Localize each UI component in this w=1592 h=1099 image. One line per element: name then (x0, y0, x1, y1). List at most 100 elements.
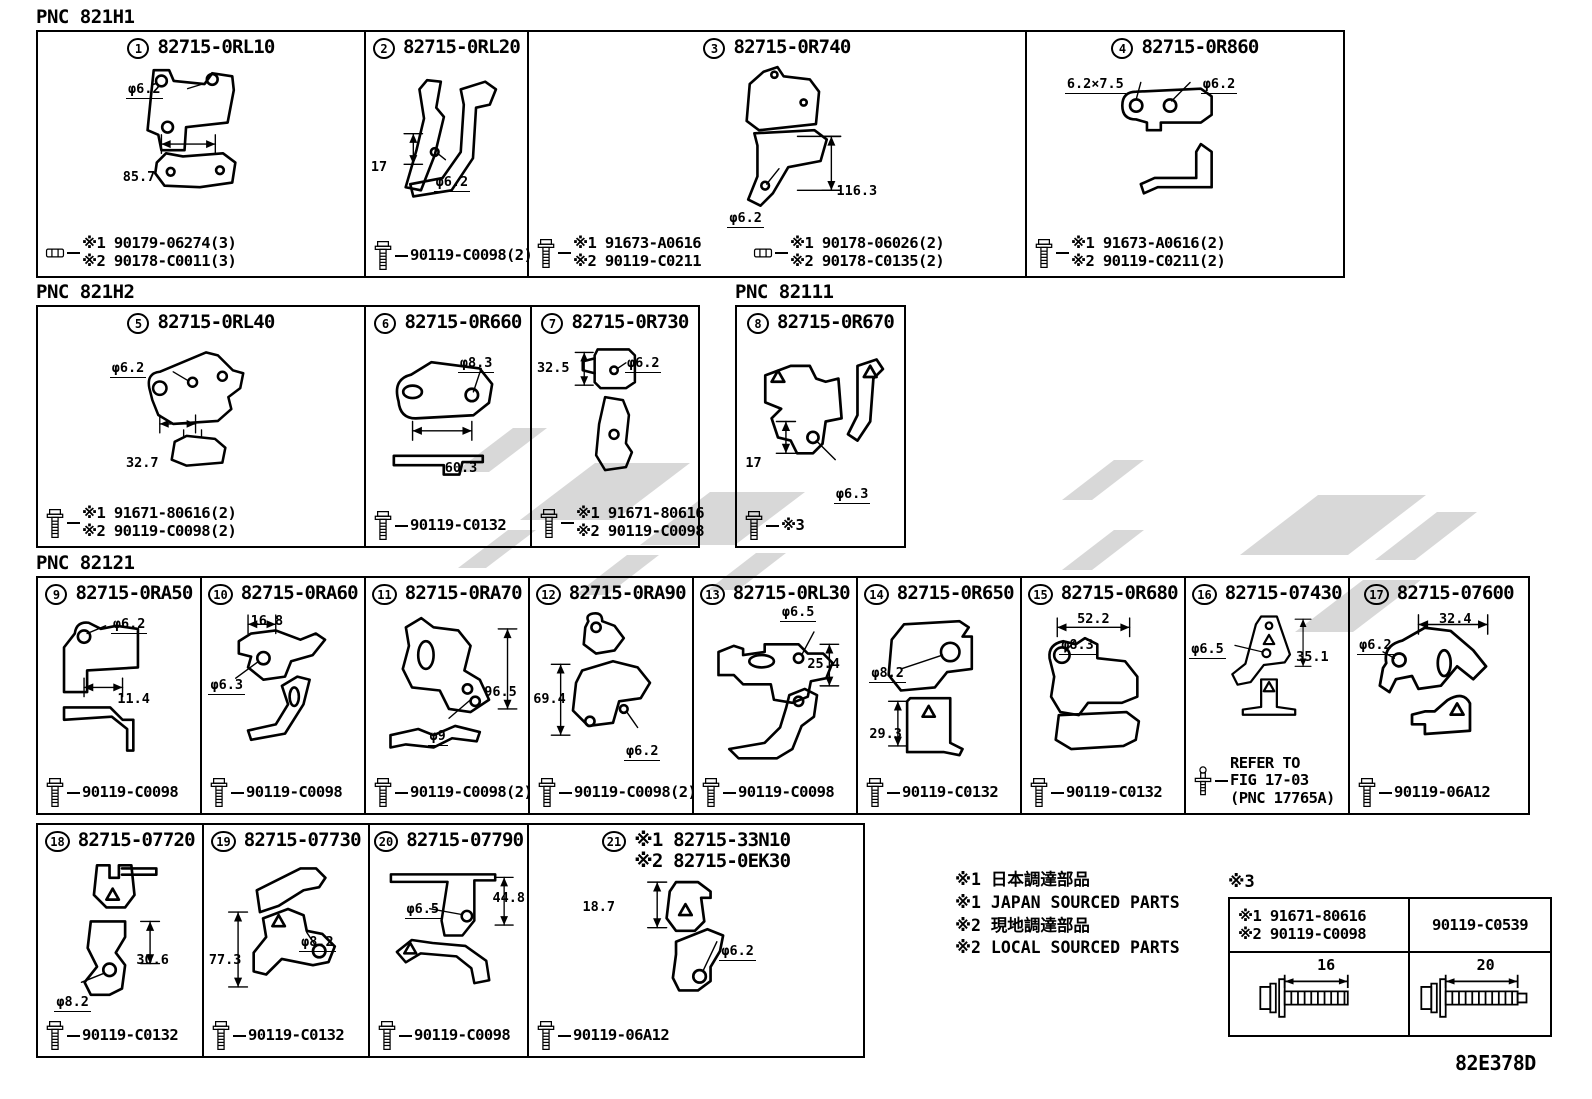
item-number-badge: 7 (541, 313, 564, 334)
bracket-drawing (389, 616, 518, 749)
dimension-label: 85.7 (122, 168, 156, 185)
fastener-callouts: 90119-C0098 (377, 1020, 511, 1051)
bracket-drawing (763, 358, 885, 461)
bracket-drawing (550, 611, 652, 736)
note3-column-right: 90119-C0539 20 (1410, 899, 1550, 1035)
fastener-group: 90119-C0132 (211, 1020, 345, 1051)
dimension-label: φ9 (427, 728, 448, 747)
fastener-part-number: 90119-C0539 (1431, 915, 1529, 934)
part-number: 82715-0R670 (776, 311, 895, 333)
part-number: 82715-0RA60 (240, 582, 359, 604)
part-number: 82715-0R730 (571, 311, 689, 333)
fastener-part-number: ※1 91671-80616(2) (82, 504, 237, 523)
pnc-label-821h1: PNC 821H1 (36, 6, 135, 28)
leader-line (558, 252, 571, 255)
fastener-group: 90119-C0098(2) (373, 240, 533, 271)
bracket-drawing (717, 631, 840, 760)
dimension-label: φ6.2 (1357, 636, 1394, 655)
fastener-part-number: 90119-06A12 (1394, 782, 1491, 801)
bracket-drawing (1048, 617, 1141, 751)
part-header: 9 82715-0RA50 (38, 578, 200, 613)
leader-line (559, 791, 572, 794)
dimension-label: 69.4 (533, 690, 566, 707)
item-number-badge: 6 (374, 313, 397, 334)
fastener-group: 90119-06A12 (1357, 777, 1491, 808)
fastener-group: 90119-06A12 (536, 1020, 670, 1051)
bracket-drawing (80, 863, 161, 997)
dimension-label: 60.3 (444, 459, 478, 476)
dimension-label: 32.4 (1439, 610, 1472, 627)
part-number: 82715-07430 (1224, 582, 1343, 604)
bolt-icon (1029, 777, 1049, 808)
dimension-label: 32.5 (536, 359, 570, 376)
leader-line (395, 524, 408, 527)
bracket-drawing (574, 348, 637, 472)
figure-code: 82E378D (1455, 1051, 1536, 1075)
fastener-group: 90119-C0132 (373, 510, 507, 541)
dimension-label: 17 (745, 455, 762, 472)
part-number: 82715-07720 (77, 829, 196, 851)
fastener-part-number: (PNC 17765A) (1230, 789, 1335, 808)
bolt-icon (537, 777, 557, 808)
fastener-part-number: REFER TO (1230, 753, 1300, 772)
dimension-label: 96.5 (484, 683, 517, 700)
fastener-part-number: 90119-C0098 (414, 1025, 511, 1044)
fastener-group: 90119-C0098 (377, 1020, 511, 1051)
fastener-callouts: 90119-C0098(2) (373, 777, 533, 808)
leader-line (395, 254, 408, 257)
dimension-label: φ6.2 (109, 359, 147, 378)
fastener-part-number: ※2 90119-C0211(2) (1071, 252, 1226, 271)
bolt-icon (211, 1020, 231, 1051)
fastener-part-number: ※2 90119-C0211 (573, 252, 702, 271)
flange-bolt-icon (1420, 974, 1528, 1018)
bracket-drawing (887, 619, 974, 757)
bolt-icon (701, 777, 721, 808)
item-number-badge: 10 (208, 584, 233, 605)
fastener-group: ※1 91671-80616※2 90119-C0098 (539, 504, 705, 541)
part-number: 82715-0RA50 (75, 582, 193, 604)
dimension-label: φ6.3 (833, 486, 871, 505)
part-number: 82715-0R660 (404, 311, 522, 333)
dimension-label: 52.2 (1077, 610, 1110, 627)
fastener-callouts: ※3 (744, 510, 805, 541)
item-number-badge: 18 (45, 831, 70, 852)
note3-column-left: ※1 91671-80616 ※2 90119-C0098 16 (1230, 899, 1410, 1035)
dimension-label: 77.3 (208, 952, 242, 969)
part-number: 82715-0RA90 (568, 582, 687, 604)
fastener-part-number: ※2 90178-C0135(2) (789, 252, 945, 271)
dimension-label: φ6.5 (404, 901, 442, 920)
dimension-label: φ8.2 (869, 664, 906, 683)
part-number: 82715-07730 (243, 829, 362, 851)
leader-line (723, 791, 736, 794)
fastener-part-number: 90119-C0132 (1066, 782, 1163, 801)
bolt-icon (373, 510, 393, 541)
fastener-part-number: 90119-C0132 (248, 1025, 345, 1044)
part-number: ※2 82715-0EK30 (634, 849, 791, 872)
fastener-group: ※3 (744, 510, 805, 541)
item-number-badge: 19 (211, 831, 236, 852)
item-number-badge: 9 (45, 584, 68, 605)
dimension-label: 32.7 (126, 455, 159, 472)
part-number: 82715-0R740 (733, 36, 851, 58)
fastener-group: 90119-C0132 (865, 777, 999, 808)
fastener-part-number: ※1 91671-80616 (576, 504, 705, 523)
bolt-icon (45, 1020, 65, 1051)
part-number: 82715-0RL40 (157, 311, 275, 333)
part-number: 82715-07600 (1396, 582, 1515, 604)
fastener-part-number: 90119-C0098(2) (574, 782, 697, 801)
fastener-callouts: 90119-06A12 (1357, 777, 1491, 808)
bolt-length-dim: 20 (1476, 956, 1495, 974)
fastener-callouts: 90119-C0132 (1029, 777, 1163, 808)
